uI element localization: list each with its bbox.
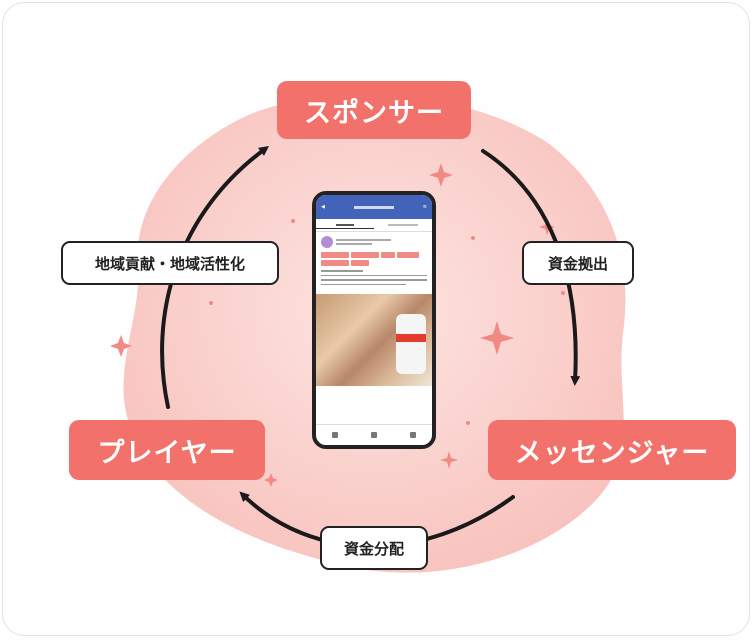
role-sponsor: スポンサー — [277, 81, 471, 139]
app-phone-mockup: ◀ ≡ — [312, 191, 436, 449]
phone-bottom-nav — [316, 424, 432, 445]
sparkle-icon — [440, 451, 458, 469]
sparkle-icon — [480, 321, 514, 355]
sparkle-icon — [110, 335, 132, 357]
flow-label-distribution: 資金分配 — [320, 526, 428, 570]
grid-icon — [370, 432, 377, 438]
phone-tabs — [316, 219, 432, 232]
sparkle-icon — [264, 473, 278, 487]
phone-post — [316, 232, 432, 292]
back-icon: ◀ — [321, 204, 325, 210]
phone-app-header: ◀ ≡ — [316, 195, 432, 219]
role-player: プレイヤー — [69, 420, 265, 480]
menu-icon: ≡ — [422, 204, 427, 210]
sparkle-icon — [539, 219, 555, 235]
flow-label-funding: 資金拠出 — [522, 241, 634, 285]
phone-photo — [316, 294, 432, 386]
flow-label-regional-contribution: 地域貢献・地域活性化 — [61, 241, 279, 285]
sparkle-icon — [429, 163, 453, 187]
profile-icon — [409, 432, 416, 438]
home-icon — [332, 432, 339, 438]
avatar — [321, 236, 333, 248]
role-messenger: メッセンジャー — [488, 420, 736, 480]
phone-tags — [321, 252, 427, 266]
